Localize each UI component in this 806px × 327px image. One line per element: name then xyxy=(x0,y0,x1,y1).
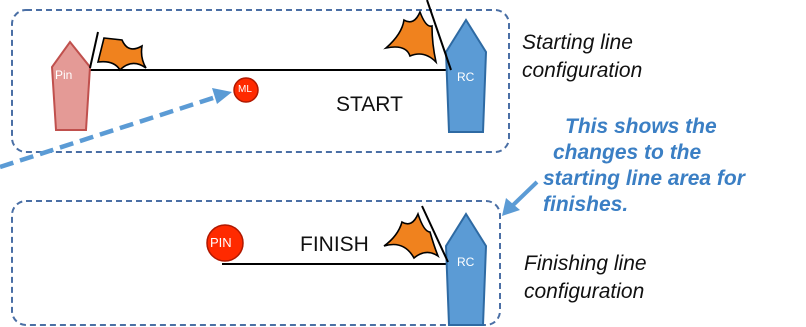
ml-mark-label: ML xyxy=(238,84,252,95)
finish-line-label: FINISH xyxy=(300,233,369,256)
note-line1: This shows the xyxy=(565,115,717,138)
finish-flag-pole xyxy=(421,205,449,263)
rc-flag-icon xyxy=(383,9,438,65)
note-arrow-line xyxy=(508,180,539,210)
start-rc-label: RC xyxy=(457,70,475,84)
arrow-to-ml-line xyxy=(0,94,217,170)
pin-boat-shape xyxy=(50,40,92,131)
pin-flag-icon xyxy=(96,37,147,72)
arrow-to-ml-head xyxy=(212,88,232,104)
finish-rc-boat-shape xyxy=(444,212,488,326)
rc-flag-pole xyxy=(426,0,452,71)
start-line-label: START xyxy=(336,93,403,116)
pin-flag-pole xyxy=(89,31,99,69)
finish-caption-line1: Finishing line xyxy=(524,252,647,275)
rc-boat-shape xyxy=(444,18,488,133)
finish-rc-label: RC xyxy=(457,255,475,269)
note-line2: changes to the xyxy=(553,141,702,164)
start-caption-line2: configuration xyxy=(522,59,643,82)
start-pin-label: Pin xyxy=(55,68,73,82)
finish-flag-icon xyxy=(383,211,440,260)
start-caption-line1: Starting line xyxy=(522,31,633,54)
start-area-box xyxy=(11,9,510,153)
note-line4: finishes. xyxy=(543,193,629,216)
ml-mark-shape xyxy=(233,77,259,103)
note-line3: starting line area for xyxy=(543,167,745,190)
finish-caption-line2: configuration xyxy=(524,280,645,303)
finish-pin-label: PIN xyxy=(210,235,232,250)
pin-mark-shape xyxy=(206,224,244,262)
finish-area-box xyxy=(11,200,501,326)
note-arrow-head xyxy=(502,198,520,216)
